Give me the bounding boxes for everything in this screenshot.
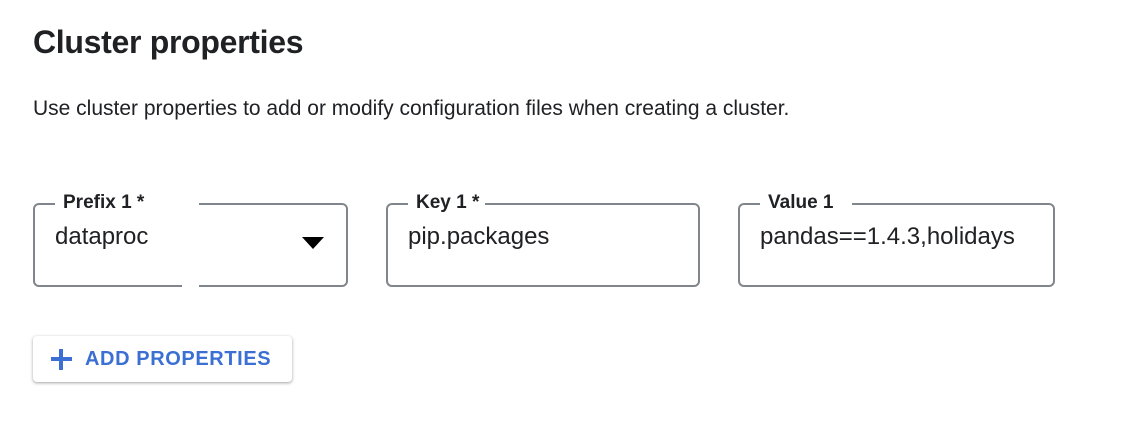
value-field-label: Value 1 <box>764 192 839 214</box>
value-field-value: pandas==1.4.3,holidays <box>760 223 1015 250</box>
plus-icon <box>51 348 72 370</box>
chevron-down-icon[interactable] <box>302 237 324 249</box>
outline-left <box>386 203 408 287</box>
prefix-select-field[interactable]: Prefix 1 * dataproc <box>33 192 348 287</box>
page-title: Cluster properties <box>33 24 304 60</box>
properties-field-row: Prefix 1 * dataproc Key 1 * pip.packages… <box>0 192 1122 293</box>
key-input-field[interactable]: Key 1 * pip.packages <box>386 192 700 287</box>
add-properties-button[interactable]: ADD PROPERTIES <box>33 336 293 382</box>
page-description: Use cluster properties to add or modify … <box>33 97 790 120</box>
prefix-field-value: dataproc <box>55 223 149 250</box>
key-field-label: Key 1 * <box>412 192 485 214</box>
outline-left <box>738 203 760 287</box>
key-field-value: pip.packages <box>408 223 550 250</box>
add-properties-button-label: ADD PROPERTIES <box>85 348 272 370</box>
prefix-field-label: Prefix 1 * <box>59 192 150 214</box>
outline-left <box>33 203 55 287</box>
value-input-field[interactable]: Value 1 pandas==1.4.3,holidays <box>738 192 1055 287</box>
